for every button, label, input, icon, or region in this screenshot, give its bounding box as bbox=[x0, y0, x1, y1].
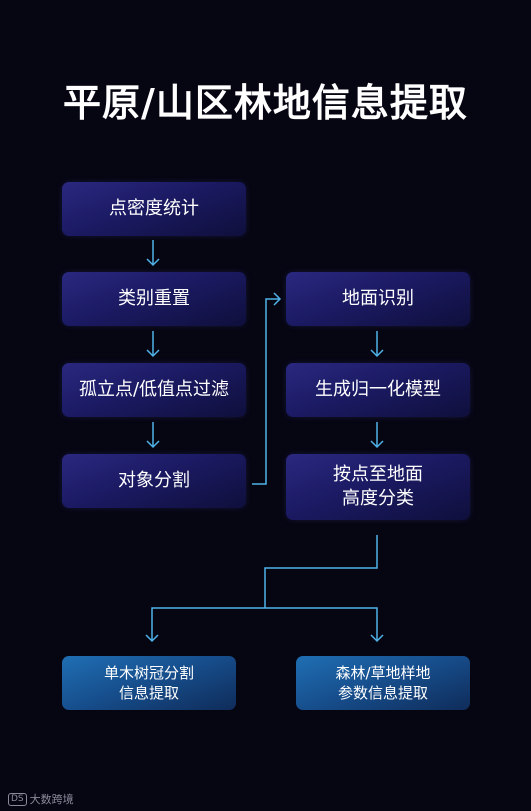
logo-mark-icon: DS bbox=[8, 792, 27, 806]
step-label: 按点至地面 高度分类 bbox=[333, 463, 423, 509]
brand-logo: DS 大数跨境 bbox=[8, 791, 74, 807]
arrowhead-cross-column bbox=[273, 292, 282, 306]
arrowhead-right-2 bbox=[370, 440, 384, 449]
output-label: 单木树冠分割 信息提取 bbox=[103, 663, 194, 702]
logo-text: 大数跨境 bbox=[29, 793, 74, 806]
output-forest-plot: 森林/草地样地 参数信息提取 bbox=[296, 656, 470, 710]
step-outlier-filter: 孤立点/低值点过滤 bbox=[62, 363, 246, 417]
step-label: 孤立点/低值点过滤 bbox=[78, 378, 230, 400]
step-normalized-model: 生成归一化模型 bbox=[286, 363, 470, 417]
step-class-reset: 类别重置 bbox=[62, 272, 246, 326]
arrow-branch-trunk bbox=[264, 535, 378, 608]
step-ground-detection: 地面识别 bbox=[286, 272, 470, 326]
arrowhead-left-1 bbox=[146, 258, 160, 267]
step-label: 类别重置 bbox=[118, 287, 190, 309]
step-label: 生成归一化模型 bbox=[315, 378, 441, 400]
arrow-branch-split bbox=[151, 607, 378, 641]
step-object-segmentation: 对象分割 bbox=[62, 454, 246, 508]
arrowhead-output-left bbox=[145, 634, 159, 643]
arrowhead-left-3 bbox=[146, 440, 160, 449]
arrow-cross-column bbox=[252, 298, 280, 485]
output-label: 森林/草地样地 参数信息提取 bbox=[335, 663, 431, 702]
step-height-classification: 按点至地面 高度分类 bbox=[286, 454, 470, 520]
arrowhead-output-right bbox=[370, 634, 384, 643]
arrowhead-left-2 bbox=[146, 349, 160, 358]
arrowhead-right-1 bbox=[370, 349, 384, 358]
step-label: 对象分割 bbox=[118, 469, 190, 491]
diagram-title: 平原/山区林地信息提取 bbox=[63, 81, 468, 125]
step-label: 点密度统计 bbox=[109, 197, 199, 219]
output-tree-crown: 单木树冠分割 信息提取 bbox=[62, 656, 236, 710]
step-label: 地面识别 bbox=[342, 287, 414, 309]
step-point-density: 点密度统计 bbox=[62, 182, 246, 236]
